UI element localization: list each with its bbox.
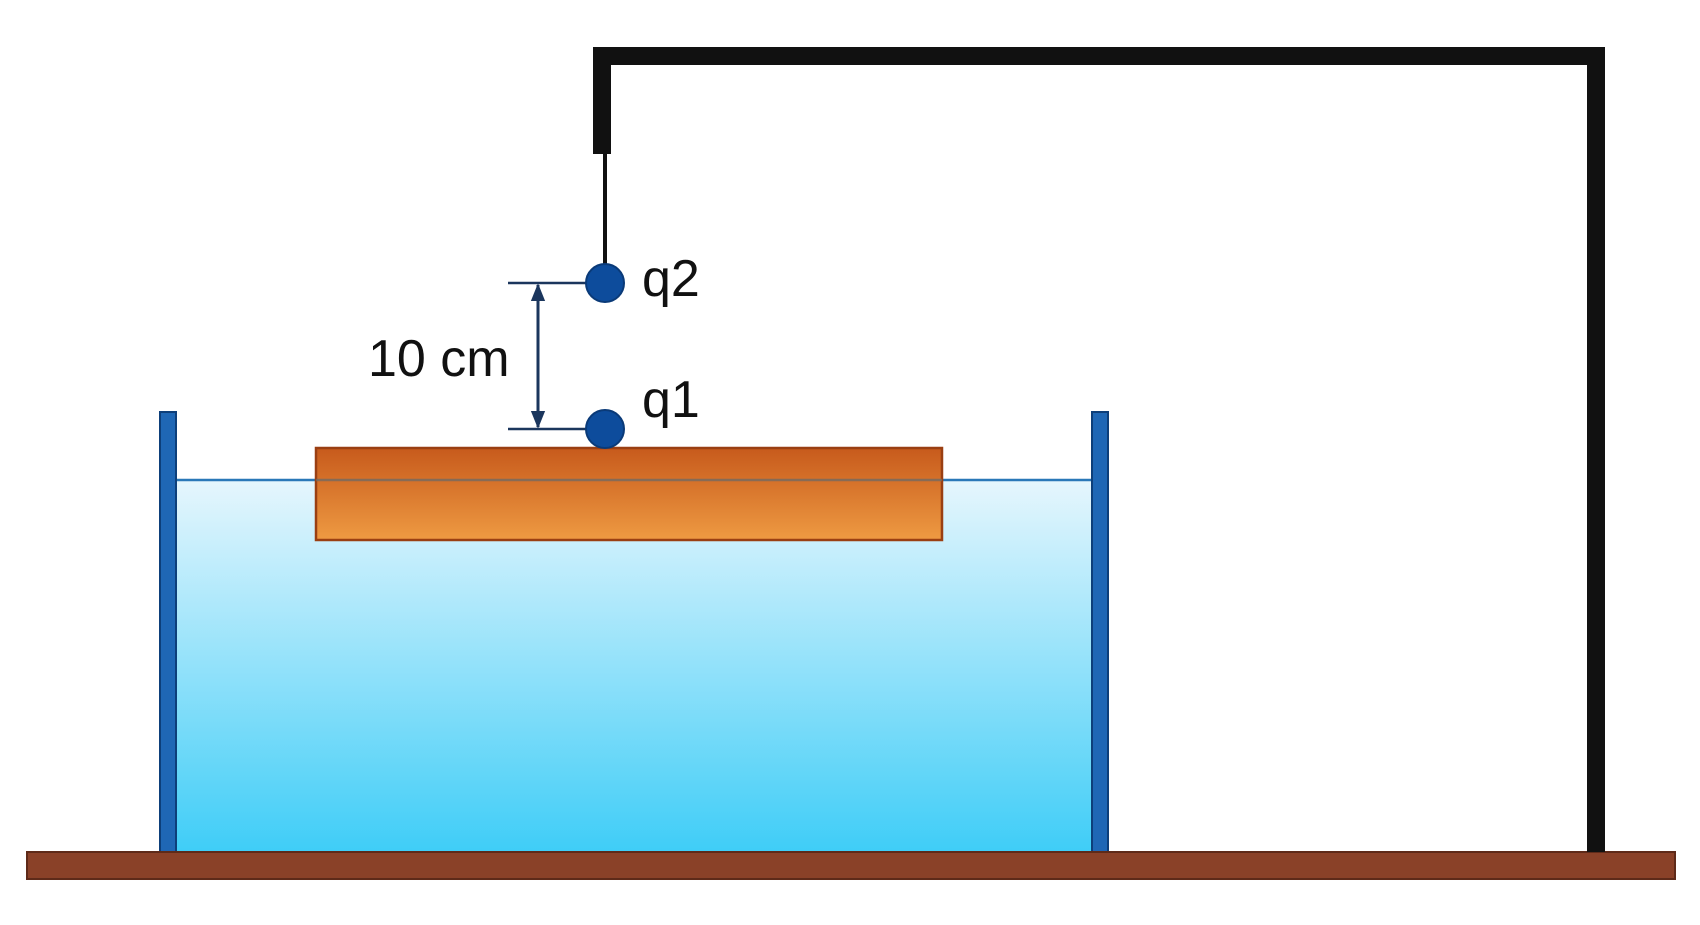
- tank-right-wall: [1091, 411, 1109, 853]
- distance-label: 10 cm: [368, 330, 510, 388]
- charge-q2: [585, 263, 625, 303]
- tank-left-wall: [159, 411, 177, 853]
- base-board: [26, 851, 1676, 880]
- label-q2: q2: [642, 250, 700, 308]
- support-stand: [593, 47, 1605, 852]
- floating-slab: [314, 446, 944, 542]
- water: [176, 480, 1092, 852]
- label-q1: q1: [642, 371, 700, 429]
- charge-q1: [585, 409, 625, 449]
